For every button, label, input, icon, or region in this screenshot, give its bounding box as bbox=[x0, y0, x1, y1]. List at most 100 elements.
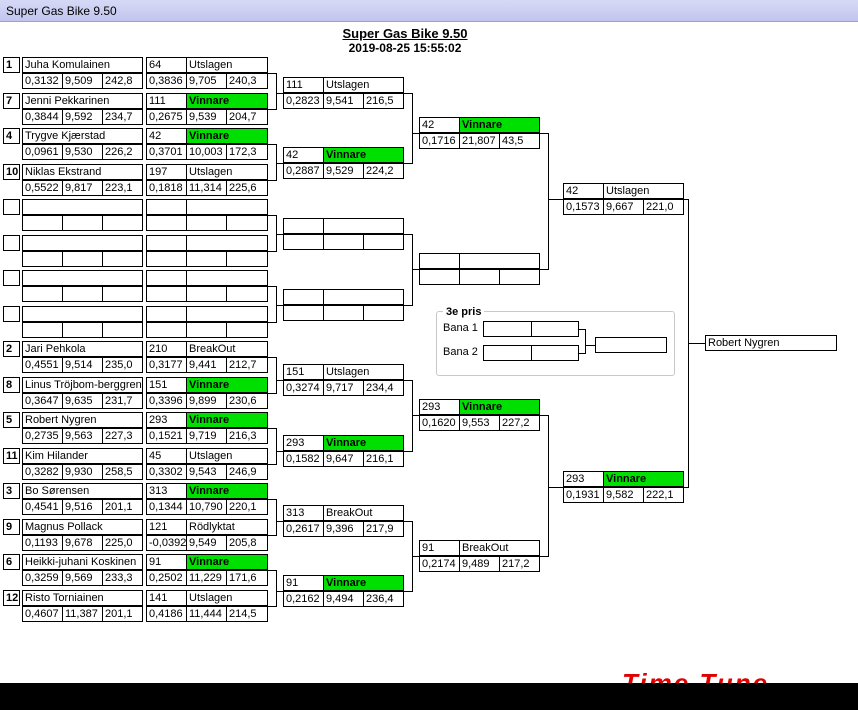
result-status: Rödlyktat bbox=[186, 518, 268, 535]
result-status bbox=[323, 289, 404, 305]
reaction-time: 0,2887 bbox=[283, 163, 324, 179]
reaction-time: 0,4186 bbox=[146, 605, 187, 622]
bracket-connector bbox=[276, 93, 283, 94]
reaction-time: 0,3259 bbox=[22, 570, 63, 586]
bike-number bbox=[283, 218, 324, 234]
bracket-connector bbox=[412, 93, 413, 164]
seed-number: 12 bbox=[3, 589, 20, 606]
bracket-connector bbox=[404, 305, 412, 306]
bike-number: 91 bbox=[419, 540, 460, 556]
seed-number: 8 bbox=[3, 376, 20, 393]
bike-number: 91 bbox=[283, 575, 324, 591]
bracket-connector bbox=[268, 179, 276, 181]
seed-number: 11 bbox=[3, 447, 20, 464]
reaction-time: 0,1193 bbox=[22, 534, 63, 551]
speed bbox=[363, 234, 404, 250]
elapsed-time: 9,582 bbox=[603, 487, 644, 503]
elapsed-time: 9,494 bbox=[323, 591, 364, 607]
rider-name: Jari Pehkola bbox=[22, 341, 143, 357]
bike-number: 293 bbox=[419, 399, 460, 415]
bike-number: 64 bbox=[146, 57, 187, 73]
result-status: Vinnare bbox=[323, 435, 404, 451]
rider-name: Risto Torniainen bbox=[22, 589, 143, 606]
seed-number: 10 bbox=[3, 163, 20, 180]
elapsed-time: 10,790 bbox=[186, 499, 227, 515]
reaction-time: 0,3274 bbox=[283, 380, 324, 396]
bike-number: 42 bbox=[146, 128, 187, 144]
elapsed-time bbox=[323, 305, 364, 321]
bracket-connector bbox=[268, 463, 276, 465]
rider-name: Jenni Pekkarinen bbox=[22, 92, 143, 109]
elapsed-time: 9,539 bbox=[186, 108, 227, 125]
speed: 227,3 bbox=[102, 428, 143, 444]
speed bbox=[363, 305, 404, 321]
bike-number: 197 bbox=[146, 163, 187, 180]
bracket-connector bbox=[540, 269, 548, 270]
bracket-connector bbox=[276, 521, 283, 522]
speed bbox=[226, 321, 268, 338]
reaction-time: 0,0961 bbox=[22, 144, 63, 160]
window-right-edge bbox=[848, 22, 858, 683]
result-status: Utslagen bbox=[603, 183, 684, 199]
reaction-time: 0,4551 bbox=[22, 357, 63, 373]
elapsed-time: 9,549 bbox=[186, 534, 227, 551]
rider-name: Linus Tröjbom-berggren bbox=[22, 376, 143, 393]
speed: 225,6 bbox=[226, 179, 268, 196]
reaction-time: 0,1716 bbox=[419, 133, 460, 149]
result-status bbox=[186, 305, 268, 322]
reaction-time: -0,0392 bbox=[146, 534, 187, 551]
bike-number: 293 bbox=[146, 412, 187, 428]
speed bbox=[102, 215, 143, 231]
bracket-connector bbox=[548, 487, 563, 488]
bracket-connector bbox=[412, 133, 419, 134]
reaction-time bbox=[22, 250, 63, 267]
bike-number: 111 bbox=[283, 77, 324, 93]
elapsed-time: 11,314 bbox=[186, 179, 227, 196]
reaction-time: 0,3282 bbox=[22, 463, 63, 480]
bracket-connector bbox=[276, 591, 283, 592]
bike-number: 111 bbox=[146, 92, 187, 109]
reaction-time: 0,3836 bbox=[146, 73, 187, 89]
seed-number: 1 bbox=[3, 57, 20, 73]
reaction-time bbox=[146, 286, 187, 302]
seed-number: 5 bbox=[3, 412, 20, 428]
bike-number bbox=[146, 199, 187, 215]
rider-name bbox=[22, 234, 143, 251]
elapsed-time: 9,678 bbox=[62, 534, 103, 551]
speed bbox=[102, 250, 143, 267]
page-title: Super Gas Bike 9.50 bbox=[342, 26, 468, 41]
elapsed-time: 11,229 bbox=[186, 570, 227, 586]
reaction-time: 0,1582 bbox=[283, 451, 324, 467]
seed-number: 9 bbox=[3, 518, 20, 535]
result-status bbox=[323, 218, 404, 234]
elapsed-time: 9,592 bbox=[62, 108, 103, 125]
bike-number: 293 bbox=[563, 471, 604, 487]
bracket-connector bbox=[404, 451, 412, 452]
lane-2-label: Bana 2 bbox=[443, 346, 478, 358]
reaction-time: 0,4541 bbox=[22, 499, 63, 515]
elapsed-time bbox=[323, 234, 364, 250]
bracket-connector bbox=[276, 428, 277, 465]
bike-number: 313 bbox=[283, 505, 324, 521]
bike-number: 121 bbox=[146, 518, 187, 535]
result-status: Vinnare bbox=[186, 92, 268, 109]
bracket-connector bbox=[404, 380, 412, 381]
reaction-time bbox=[283, 234, 324, 250]
reaction-time: 0,2617 bbox=[283, 521, 324, 537]
bracket-connector bbox=[412, 415, 419, 416]
elapsed-time bbox=[186, 215, 227, 231]
rider-name bbox=[22, 199, 143, 215]
elapsed-time: 9,667 bbox=[603, 199, 644, 215]
bracket-connector bbox=[548, 199, 563, 200]
bike-number: 293 bbox=[283, 435, 324, 451]
reaction-time: 0,1573 bbox=[563, 199, 604, 215]
speed: 231,7 bbox=[102, 392, 143, 409]
bracket-connector bbox=[268, 321, 276, 323]
race-datetime: 2019-08-25 15:55:02 bbox=[348, 41, 462, 55]
title-bar[interactable]: Super Gas Bike 9.50 bbox=[0, 0, 858, 22]
reaction-time bbox=[283, 305, 324, 321]
bracket-connector bbox=[540, 133, 548, 134]
reaction-time: 0,3302 bbox=[146, 463, 187, 480]
reaction-time: 0,3396 bbox=[146, 392, 187, 409]
bracket-connector bbox=[412, 234, 413, 306]
